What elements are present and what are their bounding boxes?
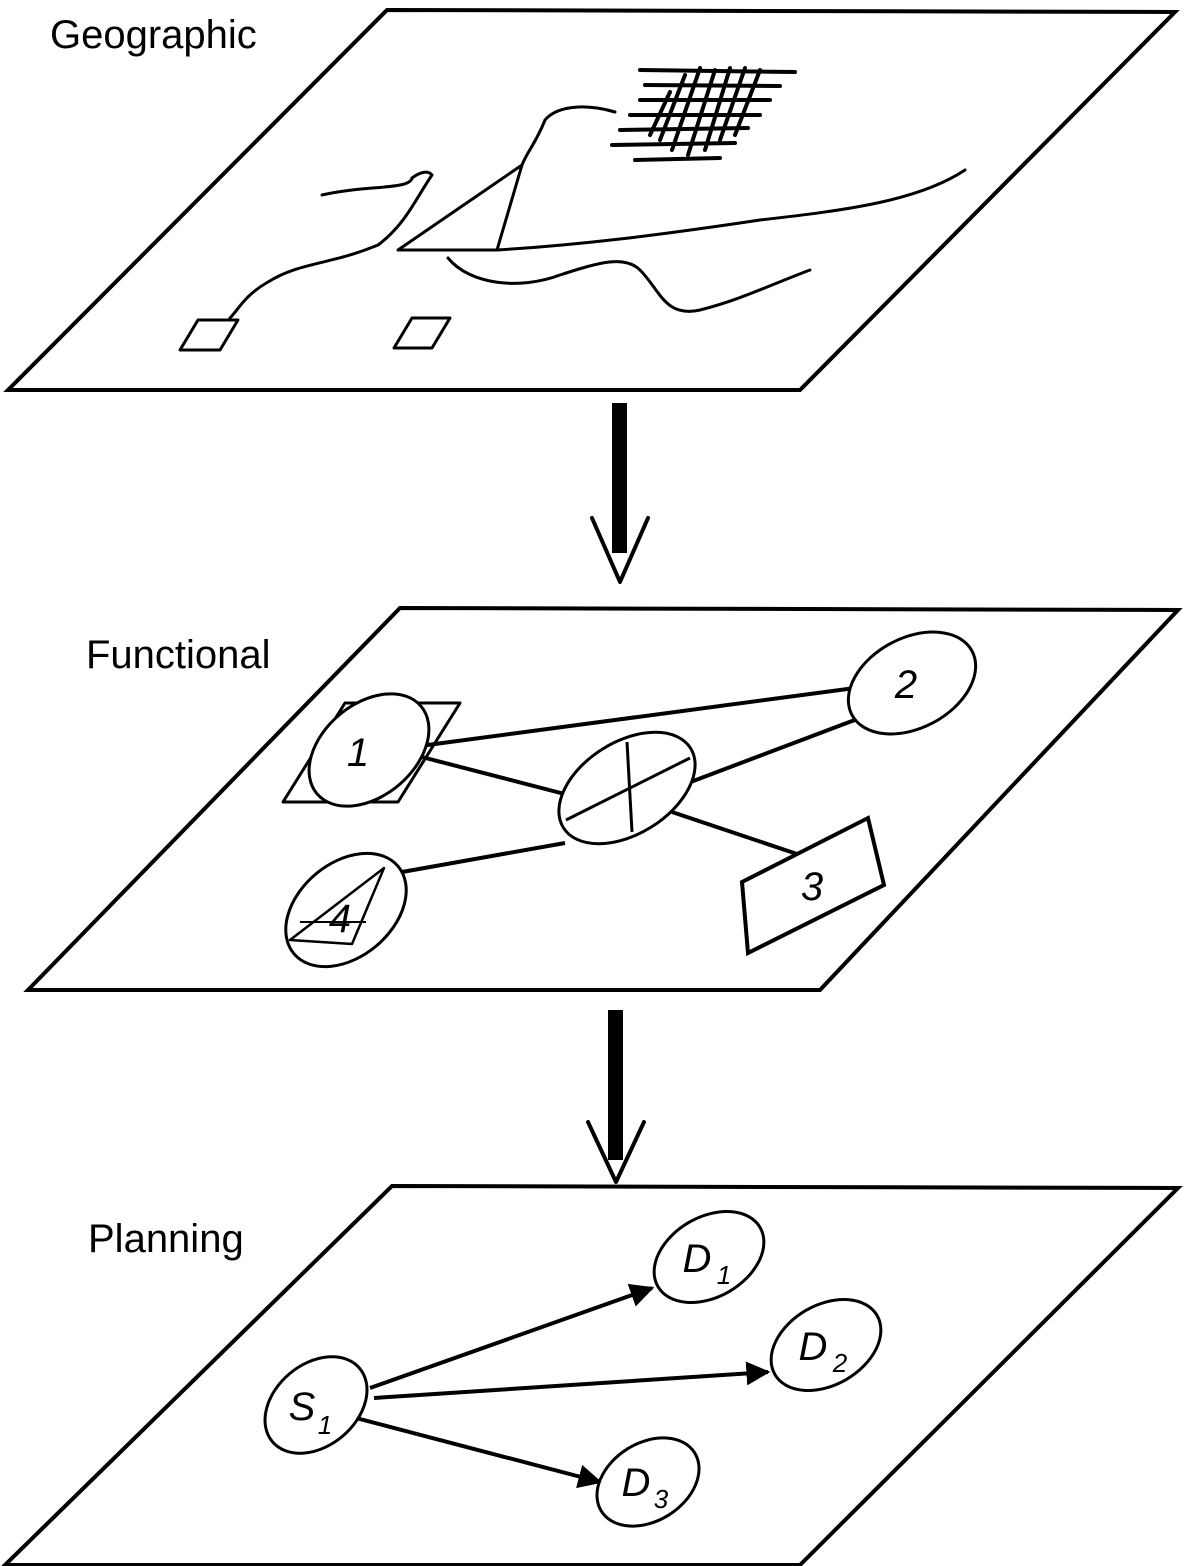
hub-node [557,730,697,846]
destination-d2-letter: D [799,1325,828,1369]
ridge-line [520,105,617,167]
river-line [228,170,434,320]
destination-node-d2: D 2 [769,1298,883,1392]
destination-d1-subscript: 1 [717,1260,731,1290]
hill-outline [396,163,524,252]
down-arrow-2 [586,1010,646,1184]
source-s1-letter: S [289,1385,316,1429]
function-node-4: 4 [284,851,408,969]
destination-d2-subscript: 2 [832,1348,848,1378]
source-node-s1: S 1 [263,1355,369,1455]
destination-node-d3: D 3 [595,1436,701,1528]
functional-title: Functional [86,633,271,677]
destination-d3-letter: D [622,1461,651,1505]
geographic-title: Geographic [50,13,257,57]
function-node-4-label: 4 [329,897,351,941]
function-node-3: 3 [739,815,887,957]
function-node-2: 2 [846,630,978,736]
destination-node-d1: D 1 [652,1210,766,1304]
road-line [495,168,967,252]
function-node-1: 1 [281,692,462,808]
down-arrow-1 [590,403,650,584]
function-node-3-label: 3 [801,865,823,909]
edge-s1-d2 [373,1361,771,1400]
destination-d1-letter: D [683,1237,712,1281]
site-marker-1 [178,318,240,352]
destination-d3-subscript: 3 [654,1484,669,1514]
planning-plane [1,1183,1183,1566]
valley-line [446,256,812,313]
edge-s1-d1 [369,1283,655,1390]
site-marker-2 [392,316,452,350]
planning-layer: Planning S 1 D 1 D 2 D 3 [1,1183,1183,1566]
functional-layer: Functional 1 2 [23,605,1183,992]
function-node-1-label: 1 [347,731,369,775]
functional-links [401,684,871,874]
geographic-layer: Geographic [3,7,1180,392]
edge-s1-d3 [355,1416,603,1489]
source-s1-subscript: 1 [318,1410,332,1440]
geographic-terrain [178,66,967,352]
function-node-2-label: 2 [894,663,917,707]
planning-edges [355,1283,771,1489]
planning-title: Planning [88,1217,244,1261]
geographic-plane [3,7,1180,392]
city-grid [610,66,797,162]
